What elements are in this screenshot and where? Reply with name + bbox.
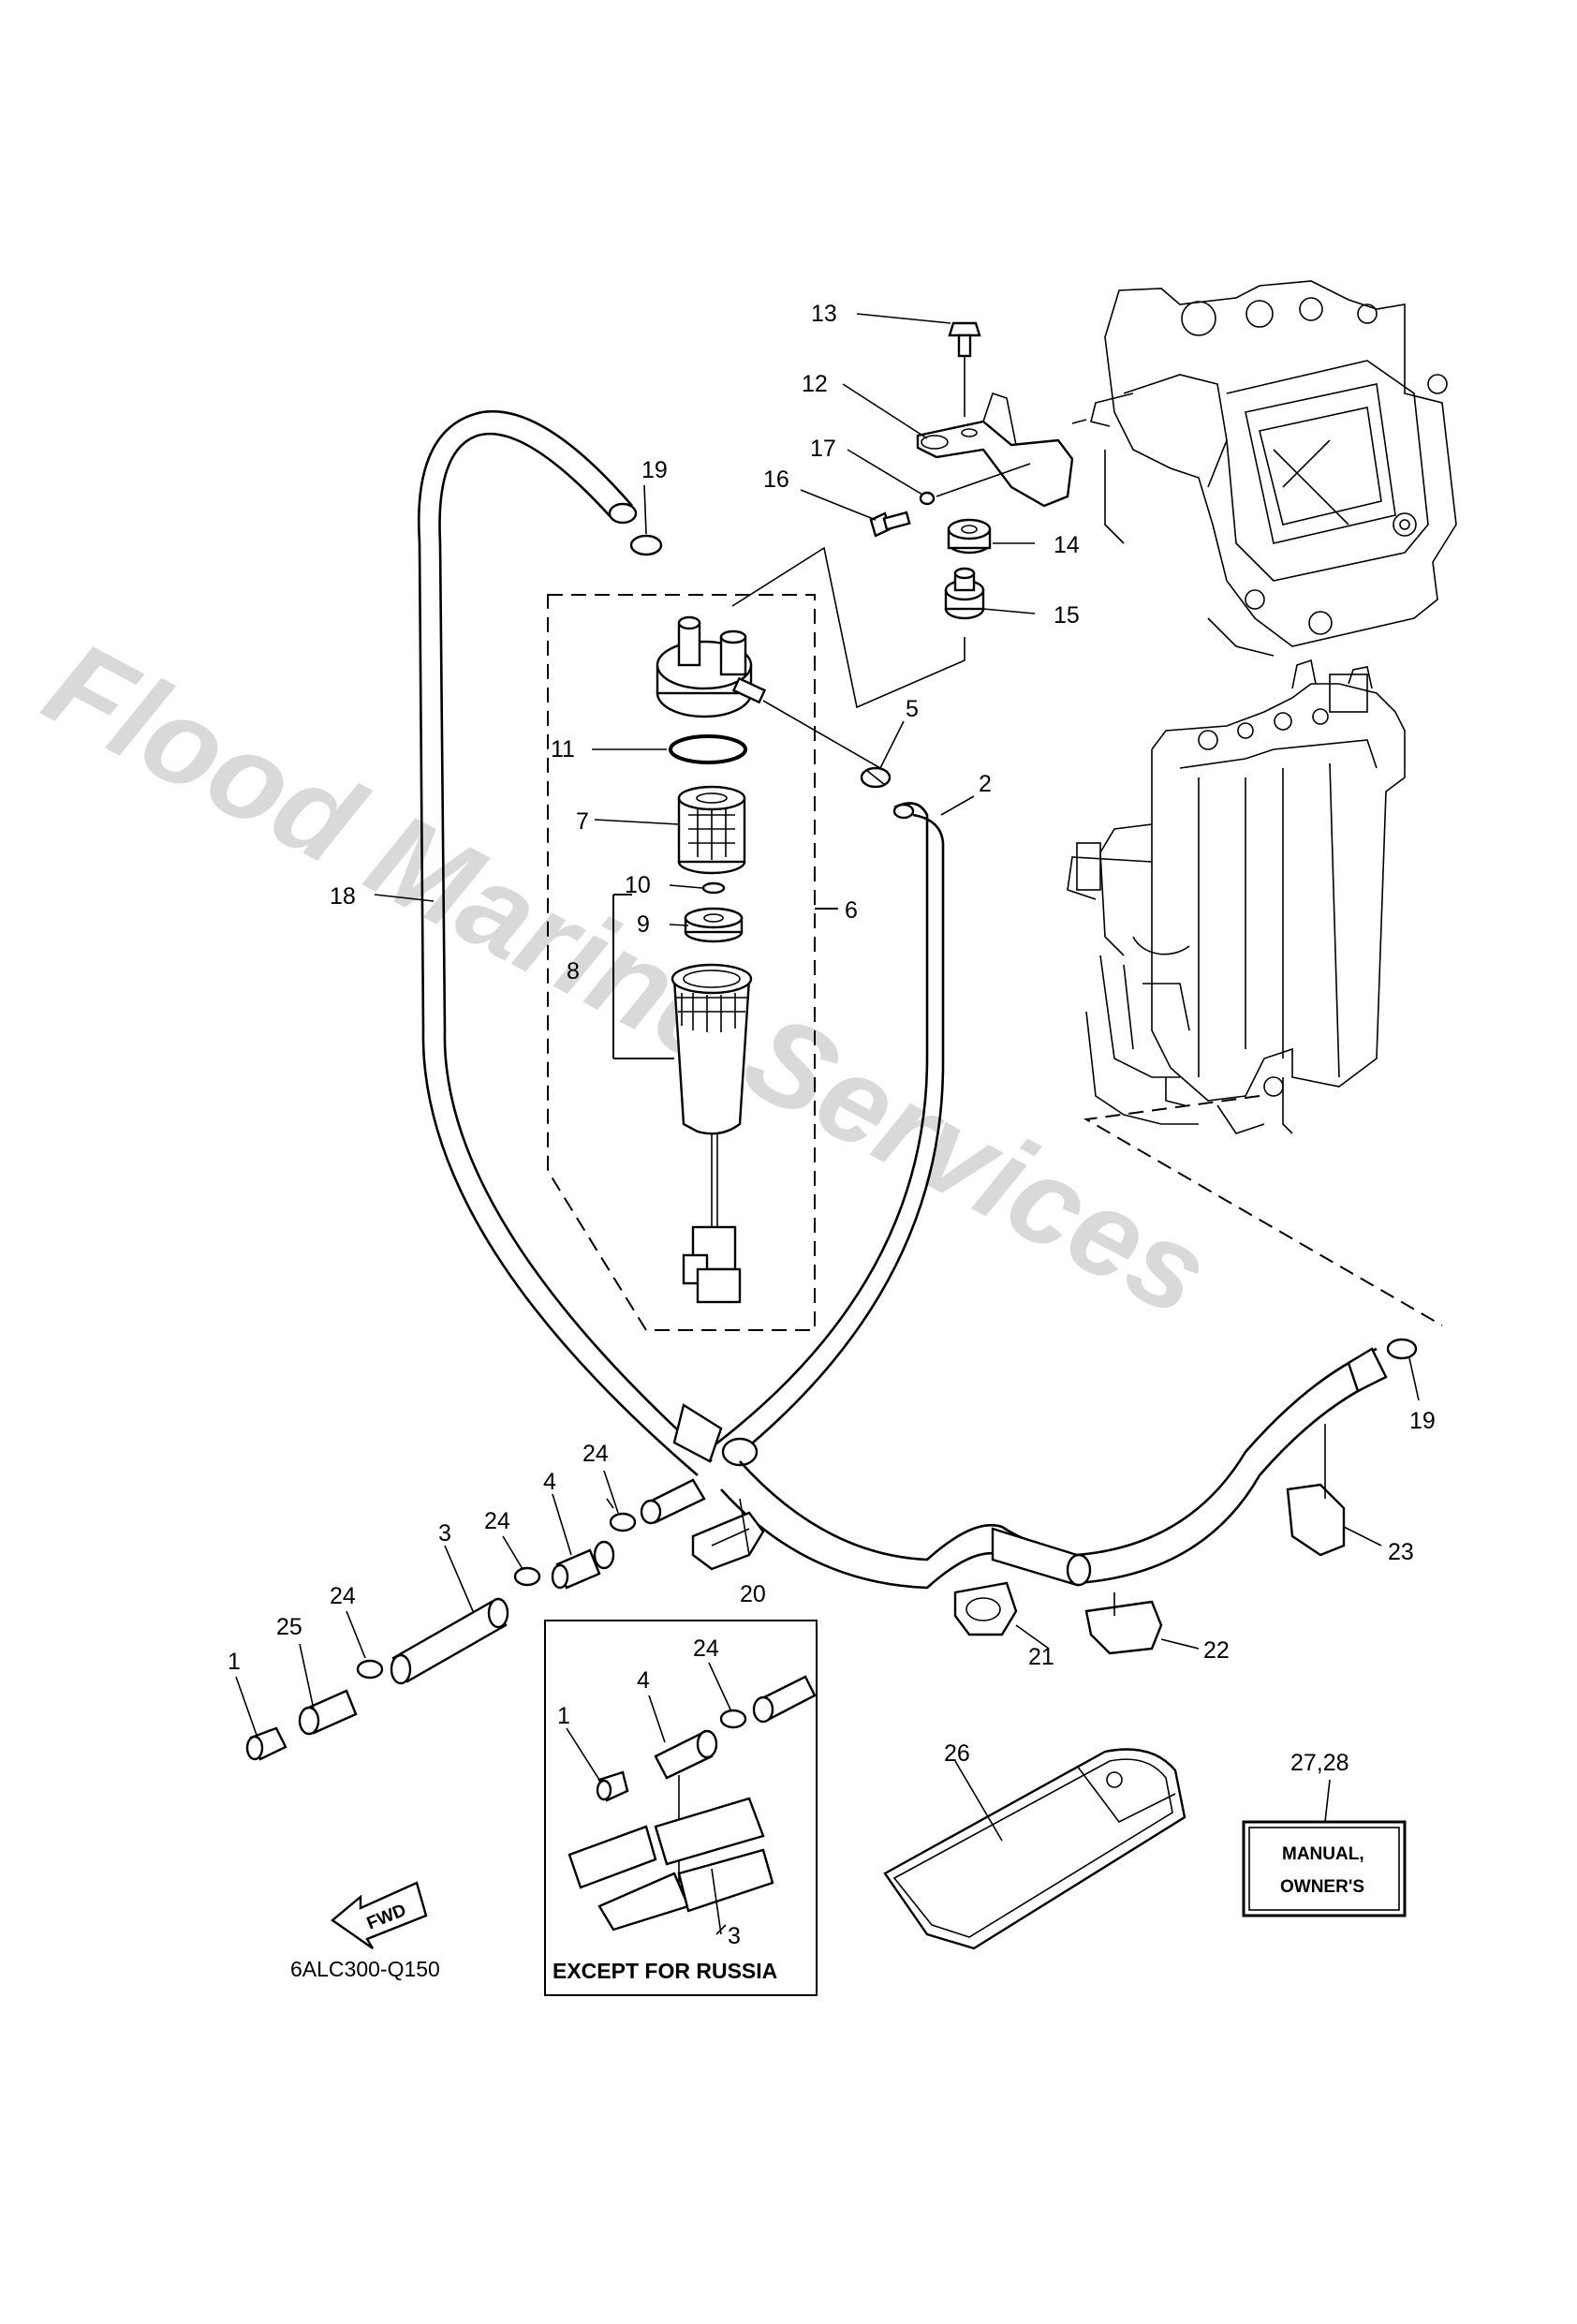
plug-1 xyxy=(245,1726,287,1761)
callout-13: 13 xyxy=(811,301,837,327)
callout-24-a: 24 xyxy=(582,1441,609,1467)
callout-11: 11 xyxy=(551,736,575,762)
callout-2: 2 xyxy=(979,771,992,797)
grommet-14 xyxy=(947,518,992,555)
callout-1-b: 1 xyxy=(557,1703,570,1729)
engine-block-drawing xyxy=(1071,280,1457,657)
hose-2 xyxy=(711,802,945,1463)
callout-16: 16 xyxy=(763,466,789,493)
clip-23 xyxy=(1286,1424,1346,1557)
callout-4-a: 4 xyxy=(543,1469,556,1495)
leader-lines xyxy=(235,313,1420,1935)
callout-9: 9 xyxy=(637,911,650,938)
clamp-24-2 xyxy=(513,1566,541,1587)
hose-lower xyxy=(720,1347,1388,1590)
watermark: Flood Marine Services xyxy=(25,614,1231,1342)
bracket-12 xyxy=(916,392,1074,508)
vapor-separator-drawing xyxy=(1067,659,1406,1134)
callout-7: 7 xyxy=(576,808,589,835)
o-ring-11 xyxy=(669,734,747,764)
collar-15 xyxy=(944,567,985,620)
joint-4 xyxy=(551,1540,615,1590)
cap-9 xyxy=(684,907,744,943)
callout-6: 6 xyxy=(845,897,858,924)
callout-15: 15 xyxy=(1054,602,1080,629)
except-box xyxy=(544,1620,818,1996)
callout-24-b: 24 xyxy=(484,1508,510,1534)
washer-17 xyxy=(919,491,936,506)
hose-18 xyxy=(417,409,759,1476)
callout-17: 17 xyxy=(810,436,836,462)
callout-23: 23 xyxy=(1388,1539,1414,1565)
clip-20 xyxy=(691,1511,765,1571)
filter-element-7 xyxy=(677,785,746,875)
callout-19-lower: 19 xyxy=(1409,1408,1436,1434)
callout-4-b: 4 xyxy=(637,1667,650,1694)
clamp-24-3 xyxy=(356,1659,384,1680)
callout-24-d: 24 xyxy=(693,1636,719,1662)
callout-25: 25 xyxy=(276,1614,302,1640)
filter-head xyxy=(656,615,881,769)
fwd-arrow-icon xyxy=(331,1881,428,1949)
clip-21 xyxy=(953,1581,1018,1636)
callout-3-b: 3 xyxy=(728,1923,741,1949)
callout-10: 10 xyxy=(625,872,651,898)
hose-3 xyxy=(390,1597,509,1685)
manual-label-line2: OWNER'S xyxy=(1280,1877,1364,1897)
except-label: EXCEPT FOR RUSSIA xyxy=(553,1959,777,1983)
callout-numbers: 13 12 17 16 14 15 19 5 2 11 7 10 9 6 8 1… xyxy=(228,301,1436,1949)
bolt-13 xyxy=(948,321,981,417)
callout-21: 21 xyxy=(1028,1644,1054,1670)
manual-label-line1: MANUAL, xyxy=(1282,1844,1364,1864)
callout-12: 12 xyxy=(802,371,828,397)
diagram-code: 6ALC300-Q150 xyxy=(290,1957,440,1981)
callout-20: 20 xyxy=(740,1581,766,1607)
clip-10 xyxy=(701,881,726,895)
callout-27-28: 27,28 xyxy=(1290,1750,1349,1776)
callout-8: 8 xyxy=(567,958,580,984)
filter-bowl-8 xyxy=(671,963,753,1227)
callout-26: 26 xyxy=(944,1740,970,1767)
clip-22 xyxy=(1084,1592,1163,1655)
pouch-26 xyxy=(883,1748,1186,1950)
clamp-24-1 xyxy=(606,1498,637,1532)
clamp-19-lower xyxy=(1386,1338,1418,1360)
callout-5: 5 xyxy=(906,696,919,722)
fitting-25 xyxy=(298,1689,358,1736)
callout-18: 18 xyxy=(330,883,356,910)
callout-1-a: 1 xyxy=(228,1649,241,1675)
callout-14: 14 xyxy=(1054,532,1080,558)
clamp-5 xyxy=(860,766,892,789)
callout-24-c: 24 xyxy=(330,1583,356,1609)
callout-3-a: 3 xyxy=(438,1520,451,1547)
manual-box xyxy=(1242,1820,1407,1917)
connector xyxy=(682,1225,742,1304)
hose-short xyxy=(640,1478,706,1525)
except-box-parts xyxy=(567,1675,817,1935)
bolt-16 xyxy=(869,511,911,538)
assembly-box-6 xyxy=(547,594,816,1331)
reference-line-right xyxy=(1083,1095,1443,1326)
clamp-19-top xyxy=(629,534,663,556)
callout-19-top: 19 xyxy=(641,457,668,483)
callout-22: 22 xyxy=(1203,1637,1230,1664)
